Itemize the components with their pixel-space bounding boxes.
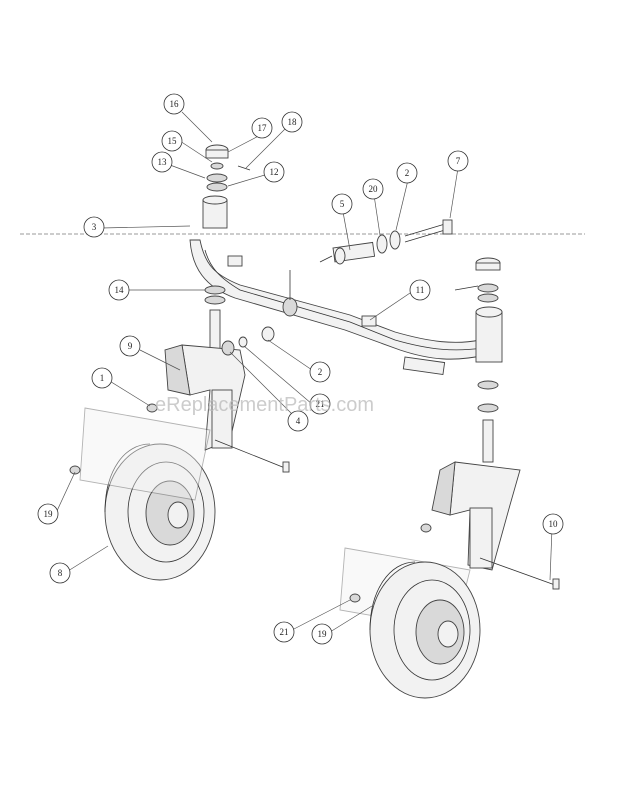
right-axle-bolt bbox=[479, 557, 556, 586]
callout-1: 1 bbox=[91, 367, 113, 389]
right-spindle-assembly bbox=[454, 257, 503, 463]
callout-19-right: 19 bbox=[311, 623, 333, 645]
pivot-bolt-set bbox=[289, 219, 453, 300]
callout-label: 10 bbox=[549, 519, 559, 529]
callout-label: 15 bbox=[168, 136, 178, 146]
callout-7: 7 bbox=[447, 150, 469, 172]
callout-label: 3 bbox=[92, 222, 97, 232]
callout-16: 16 bbox=[163, 93, 185, 115]
left-wheel bbox=[104, 443, 216, 581]
callout-label: 2 bbox=[318, 367, 323, 377]
callout-8: 8 bbox=[49, 562, 71, 584]
right-wheel bbox=[339, 547, 481, 699]
callout-15: 15 bbox=[161, 130, 183, 152]
callout-14: 14 bbox=[108, 279, 130, 301]
callout-2-upper: 2 bbox=[396, 162, 418, 184]
callout-label: 4 bbox=[296, 416, 301, 426]
callout-label: 19 bbox=[318, 629, 328, 639]
callout-21-upper: 21 bbox=[309, 393, 331, 415]
callout-label: 17 bbox=[258, 123, 268, 133]
callout-20: 20 bbox=[362, 178, 384, 200]
callout-11: 11 bbox=[409, 279, 431, 301]
left-spindle-assembly bbox=[202, 144, 251, 351]
callout-label: 16 bbox=[170, 99, 180, 109]
left-axle-bolt bbox=[214, 439, 286, 469]
callout-label: 21 bbox=[280, 627, 289, 637]
callout-label: 14 bbox=[115, 285, 125, 295]
callout-9: 9 bbox=[119, 335, 141, 357]
callout-2-lower: 2 bbox=[309, 361, 331, 383]
callout-label: 11 bbox=[416, 285, 425, 295]
callout-12: 12 bbox=[263, 161, 285, 183]
right-caster-fork bbox=[431, 461, 521, 571]
callout-4: 4 bbox=[287, 410, 309, 432]
left-caster-fork bbox=[164, 344, 246, 451]
callout-3: 3 bbox=[83, 216, 105, 238]
callout-label: 13 bbox=[158, 157, 168, 167]
callout-label: 9 bbox=[128, 341, 133, 351]
callout-21-lower: 21 bbox=[273, 621, 295, 643]
callout-19-left: 19 bbox=[37, 503, 59, 525]
watermark: eReplacementParts.com bbox=[155, 394, 374, 416]
callout-label: 12 bbox=[270, 167, 279, 177]
callout-label: 1 bbox=[100, 373, 105, 383]
callout-label: 7 bbox=[456, 156, 461, 166]
callout-18: 18 bbox=[281, 111, 303, 133]
callout-label: 2 bbox=[405, 168, 410, 178]
callout-label: 20 bbox=[369, 184, 379, 194]
callout-label: 8 bbox=[58, 568, 63, 578]
callout-5: 5 bbox=[331, 193, 353, 215]
callout-label: 19 bbox=[44, 509, 54, 519]
callout-label: 5 bbox=[340, 199, 345, 209]
front-axle-beam bbox=[189, 239, 486, 375]
callout-10: 10 bbox=[542, 513, 564, 535]
callout-label: 21 bbox=[316, 399, 325, 409]
callout-17: 17 bbox=[251, 117, 273, 139]
callout-13: 13 bbox=[151, 151, 173, 173]
callout-label: 18 bbox=[288, 117, 298, 127]
